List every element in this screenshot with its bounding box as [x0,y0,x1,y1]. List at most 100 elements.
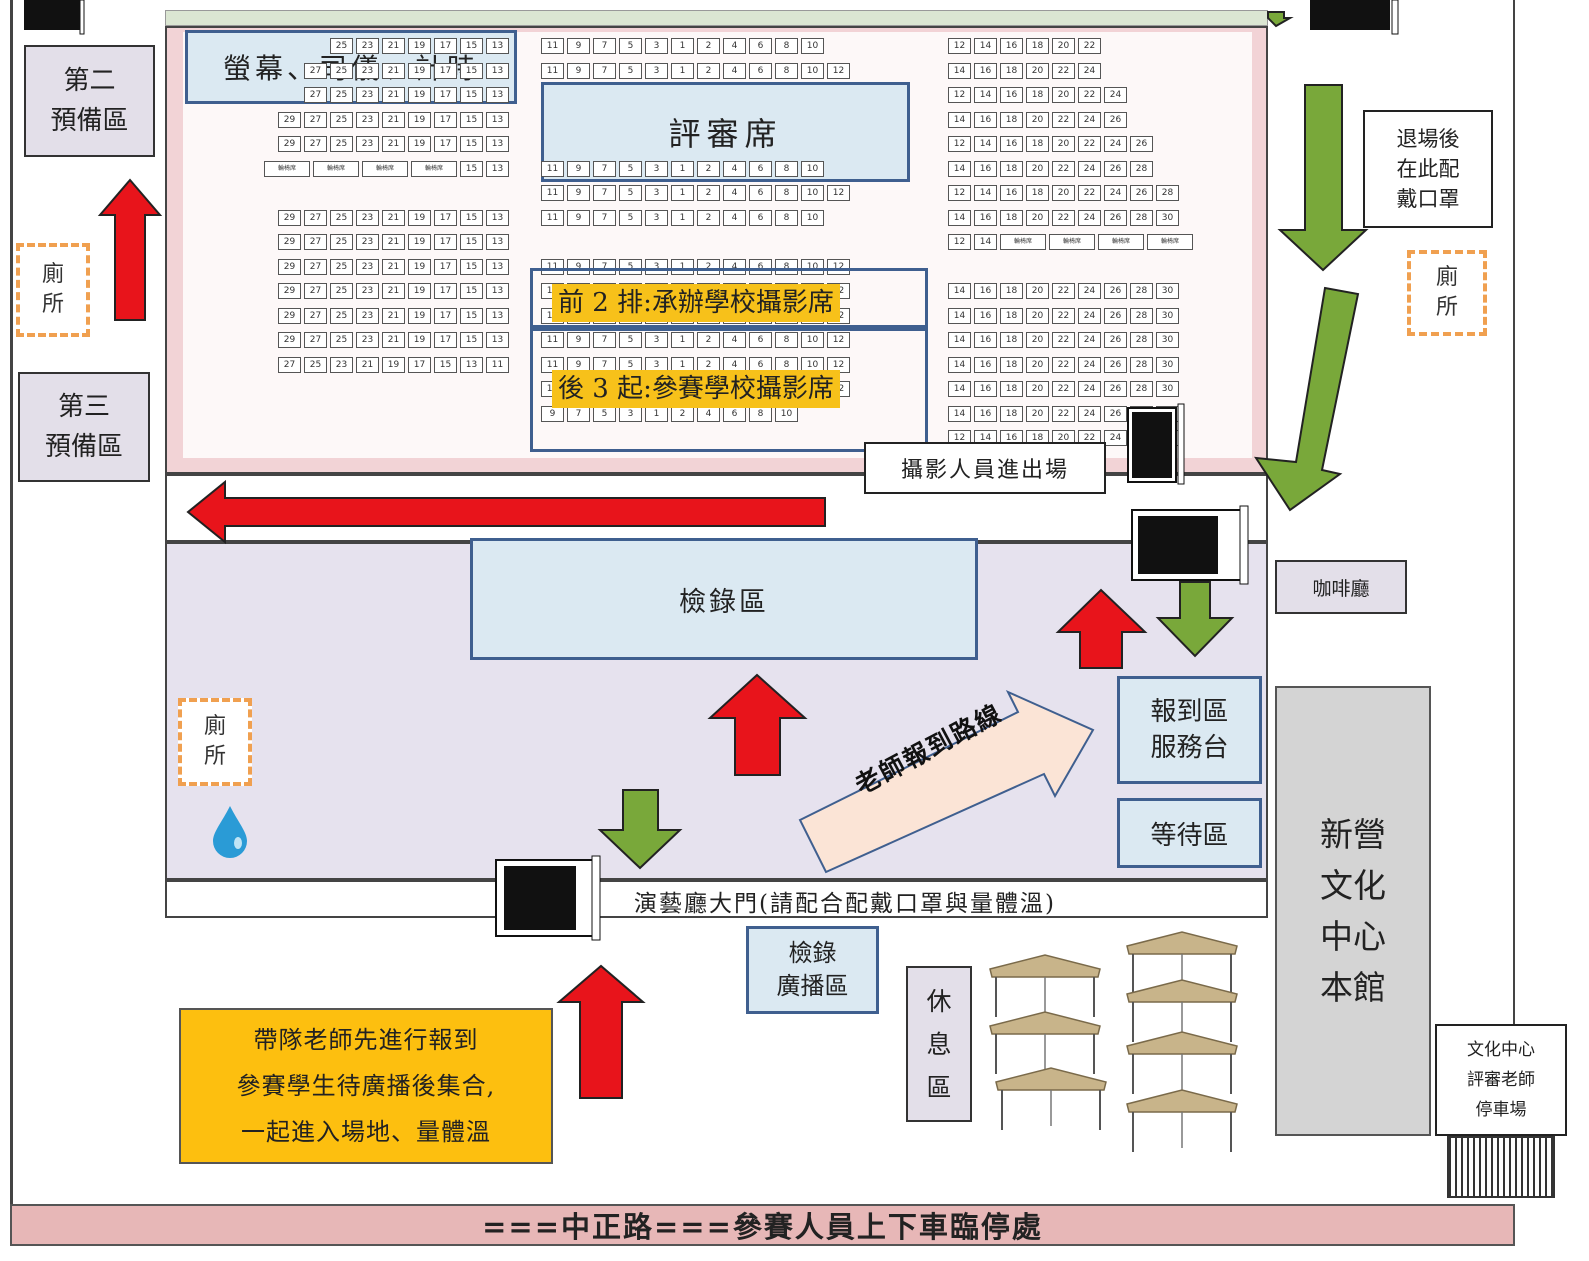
seat: 25 [330,209,353,226]
rest-area: 休 息 區 [906,966,972,1122]
seat: 28 [1156,185,1179,201]
seat: 8 [775,160,798,177]
seat: 16 [1000,185,1023,201]
seat: 21 [382,111,405,128]
seat: 18 [1026,136,1049,152]
seat: 3 [645,160,668,177]
seat: 9 [567,209,590,226]
seat: 13 [486,136,509,152]
seat: 8 [775,38,798,54]
seat: 17 [434,258,457,275]
photo-crew-entrance: 攝影人員進出場 [864,442,1106,494]
seat: 27 [304,307,327,324]
seat: 4 [723,209,746,226]
front-photo-zone [530,268,928,328]
seat: 20 [1052,87,1075,103]
seat: 8 [775,185,798,201]
seat: 17 [434,234,457,250]
wheelchair-seat: 輪椅席 [313,160,359,177]
seat: 11 [541,160,564,177]
seat: 8 [775,62,798,79]
seat: 22 [1052,332,1075,348]
seat: 24 [1104,430,1127,446]
seat: 14 [948,111,971,128]
seat: 4 [723,38,746,54]
seat: 25 [330,258,353,275]
seat: 15 [460,111,483,128]
seat: 17 [434,209,457,226]
seat: 21 [382,234,405,250]
seat: 26 [1104,381,1127,397]
wheelchair-seat: 輪椅席 [362,160,408,177]
seat: 22 [1052,307,1075,324]
red-arrow-left-corridor [186,479,826,545]
seat: 12 [827,62,850,79]
seat: 9 [567,62,590,79]
seat: 24 [1104,185,1127,201]
seat: 18 [1000,356,1023,373]
seat: 25 [330,332,353,348]
tent-icon [1126,931,1238,994]
seat: 13 [486,307,509,324]
seat: 23 [356,332,379,348]
seat: 23 [356,62,379,79]
seat: 18 [1000,160,1023,177]
left-boundary [10,0,13,1210]
seat: 20 [1026,356,1049,373]
seat: 28 [1130,381,1153,397]
seat: 25 [330,111,353,128]
tent-icon [995,1067,1107,1130]
seat: 14 [948,332,971,348]
door-icon-lobby [1131,505,1249,585]
seat: 22 [1052,111,1075,128]
seat: 17 [434,38,457,54]
seat: 27 [304,209,327,226]
seat: 9 [567,160,590,177]
seat: 24 [1078,62,1101,79]
green-arrow-down-diagonal [1254,286,1360,512]
seat: 22 [1052,356,1075,373]
seat: 7 [593,62,616,79]
main-door-label: 演藝廳大門(請配合配戴口罩與量體溫) [634,891,1056,917]
seat: 19 [408,111,431,128]
seat: 16 [974,307,997,324]
seat: 21 [382,87,405,103]
seat: 14 [948,356,971,373]
seat: 23 [356,38,379,54]
wheelchair-seat: 輪椅席 [264,160,310,177]
rear-photo-zone [530,328,928,452]
seat: 14 [948,283,971,299]
seat: 15 [460,62,483,79]
seat: 12 [948,136,971,152]
seat: 14 [948,307,971,324]
seat: 25 [330,234,353,250]
seat: 14 [974,234,997,250]
door-icon-main [495,855,601,941]
seat: 20 [1026,283,1049,299]
seat: 26 [1104,356,1127,373]
seat: 21 [382,38,405,54]
service-desk: 報到區 服務台 [1117,676,1262,784]
seat: 21 [382,136,405,152]
toilet-left: 廁 所 [16,243,90,337]
seat: 16 [1000,136,1023,152]
front-photo-label: 前 2 排:承辦學校攝影席 [552,284,840,322]
seat: 13 [460,356,483,373]
seat: 19 [408,209,431,226]
seat: 9 [567,38,590,54]
seat: 4 [723,160,746,177]
seat: 3 [645,209,668,226]
seat: 14 [948,209,971,226]
seat: 17 [434,111,457,128]
seat: 15 [460,136,483,152]
seat: 28 [1130,307,1153,324]
seat: 4 [723,332,746,348]
seat: 18 [1000,62,1023,79]
seat: 22 [1052,160,1075,177]
